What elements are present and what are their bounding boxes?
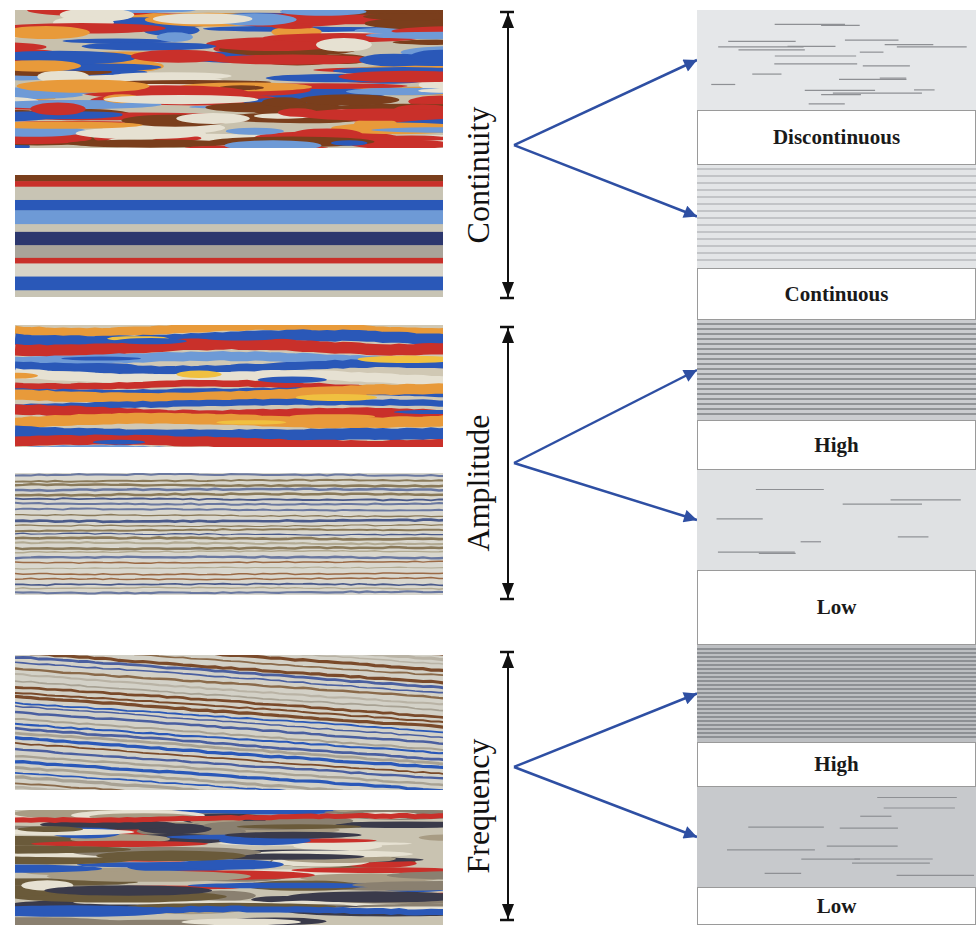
facies-label: Discontinuous [767,125,906,150]
axis-label: Continuity [462,107,494,244]
facies-box: High [697,320,976,470]
line-pattern [697,10,976,110]
label-panel: High [697,742,976,787]
line-pattern [697,320,976,420]
facies-label: Continuous [779,282,895,307]
line-pattern [697,645,976,742]
seismic-panel [15,175,443,297]
label-panel: High [697,420,976,470]
facies-box: Low [697,470,976,645]
fork-arrow [514,767,697,837]
facies-label: Low [811,595,863,620]
facies-box: Discontinuous [697,10,976,165]
facies-label: High [808,752,864,777]
fork-arrow [514,463,697,520]
facies-label: High [808,433,864,458]
facies-box: Continuous [697,165,976,320]
seismic-panel [15,325,443,447]
line-pattern [697,470,976,570]
facies-box: Low [697,787,976,925]
facies-box: High [697,645,976,787]
label-panel: Discontinuous [697,110,976,165]
seismic-panel [15,10,443,148]
line-pattern [697,165,976,268]
label-panel: Low [697,887,976,925]
label-panel: Continuous [697,268,976,320]
fork-arrow [514,370,697,463]
axis-label: Amplitude [462,415,494,552]
axis-label: Frequency [462,738,494,873]
fork-arrow [514,60,697,145]
attribute-axis: Amplitude [448,325,514,601]
line-pattern [697,787,976,887]
facies-label: Low [811,894,863,919]
seismic-panel [15,655,443,790]
seismic-panel [15,810,443,925]
fork-arrow [514,145,697,216]
fork-arrow [514,694,697,767]
attribute-axis: Frequency [448,650,514,922]
seismic-panel [15,473,443,595]
attribute-axis: Continuity [448,10,514,300]
label-panel: Low [697,570,976,645]
